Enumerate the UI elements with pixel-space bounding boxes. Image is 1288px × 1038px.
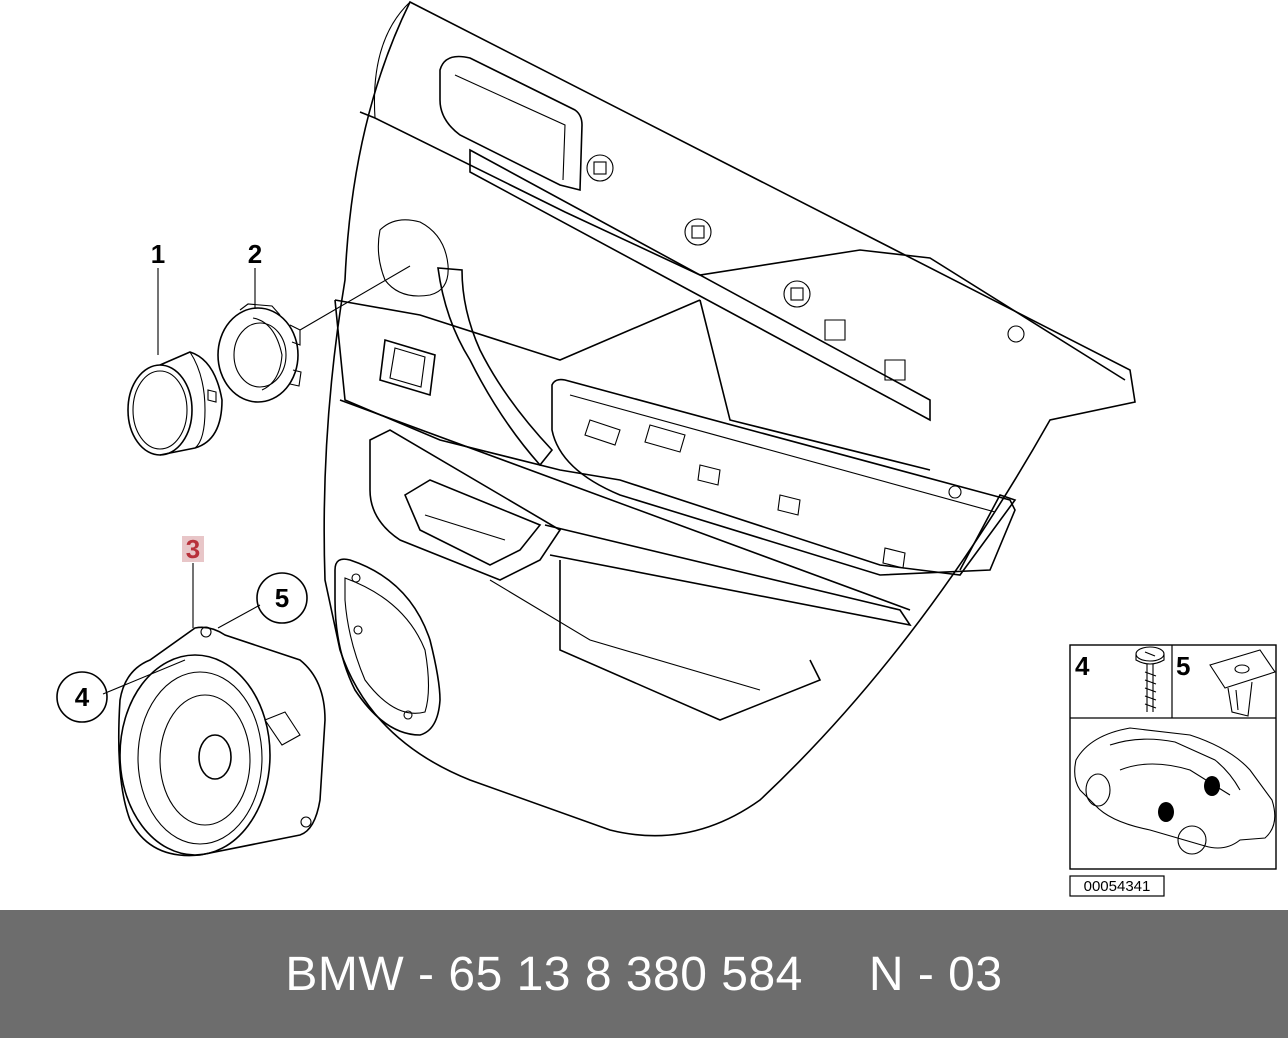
callout-4: 4 — [75, 682, 90, 712]
callout-2: 2 — [248, 239, 262, 269]
inset-label-5: 5 — [1176, 651, 1190, 681]
part-3-loudspeaker — [117, 626, 326, 857]
leader-line-4 — [102, 659, 186, 695]
callout-5-circle — [256, 572, 308, 624]
screw-icon — [1135, 646, 1165, 712]
diagram-code-text: N - 03 — [868, 947, 1003, 1001]
car-location-icon — [1074, 727, 1276, 855]
parts-diagram: 1 2 3 4 5 4 5 — [56, 0, 1277, 897]
door-trim-panel — [323, 0, 1136, 837]
callout-4-circle — [56, 671, 108, 723]
callout-5: 5 — [275, 583, 289, 613]
part-1-tweeter-cover — [127, 351, 223, 456]
clip-nut-icon — [1209, 649, 1276, 717]
leader-line-5 — [217, 604, 261, 629]
callout-1: 1 — [151, 239, 165, 269]
diagram-number: 00054341 — [1084, 878, 1151, 895]
callout-3: 3 — [186, 534, 200, 564]
leader-line-2-to-door — [299, 265, 411, 331]
caption-bar: BMW - 65 13 8 380 584 N - 03 — [0, 910, 1288, 1038]
part-2-tweeter-holder — [217, 303, 302, 403]
inset-label-4: 4 — [1075, 651, 1090, 681]
part-number-text: BMW - 65 13 8 380 584 — [285, 947, 803, 1001]
diagram-number-box — [1069, 875, 1165, 897]
callout-3-highlight — [182, 536, 204, 562]
inset-box: 4 5 — [1069, 644, 1277, 870]
